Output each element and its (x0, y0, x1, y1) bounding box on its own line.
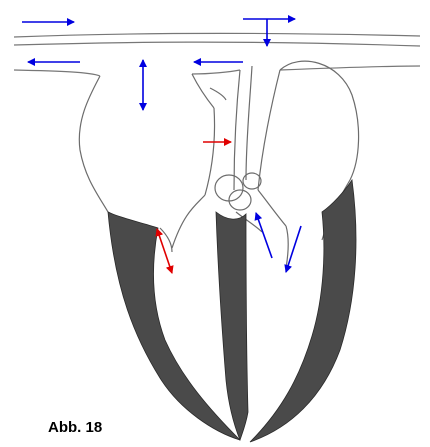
arrow-group (22, 19, 301, 273)
arrow-icon (256, 213, 272, 258)
vessel-outline (14, 33, 420, 76)
double-arrow-icon (157, 229, 172, 273)
figure-caption: Abb. 18 (48, 418, 102, 438)
ventricle-walls (108, 180, 356, 442)
